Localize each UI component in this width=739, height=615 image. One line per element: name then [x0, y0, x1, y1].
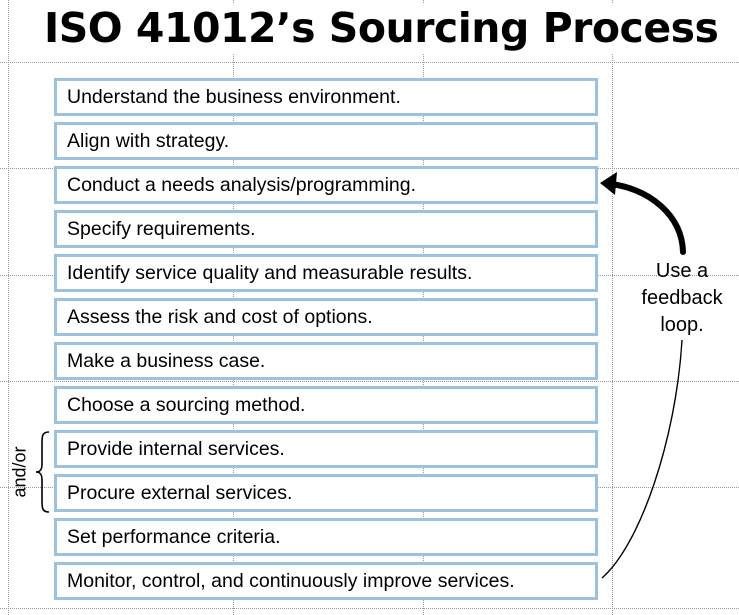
process-step-label: Understand the business environment.: [67, 86, 401, 108]
guide-line-horizontal: [0, 381, 739, 382]
process-step-label: Assess the risk and cost of options.: [67, 306, 373, 328]
process-step: Conduct a needs analysis/programming.: [54, 166, 598, 204]
guide-line-vertical: [612, 0, 613, 615]
process-step: Procure external services.: [54, 474, 598, 512]
process-step: Set performance criteria.: [54, 518, 598, 556]
process-step-label: Make a business case.: [67, 350, 266, 372]
process-step-label: Monitor, control, and continuously impro…: [67, 570, 515, 592]
process-step: Choose a sourcing method.: [54, 386, 598, 424]
process-step-label: Set performance criteria.: [67, 526, 281, 548]
slide-title: ISO 41012’s Sourcing Process: [44, 4, 724, 54]
process-step: Understand the business environment.: [54, 78, 598, 116]
feedback-note-line: Use a: [655, 260, 709, 282]
process-step-label: Align with strategy.: [67, 130, 230, 152]
process-step: Identify service quality and measurable …: [54, 254, 598, 292]
process-step-label: Specify requirements.: [67, 218, 256, 240]
guide-line-horizontal: [0, 608, 739, 609]
guide-line-horizontal: [0, 62, 739, 63]
process-step: Specify requirements.: [54, 210, 598, 248]
feedback-note-line: loop.: [660, 314, 704, 336]
process-step: Align with strategy.: [54, 122, 598, 160]
process-step-label: Procure external services.: [67, 482, 293, 504]
curly-brace-icon: [35, 431, 50, 513]
and-or-label: and/or: [9, 446, 30, 498]
guide-line-vertical: [8, 0, 9, 615]
feedback-note-line: feedback: [641, 287, 723, 309]
process-step: Provide internal services.: [54, 430, 598, 468]
process-step-label: Conduct a needs analysis/programming.: [67, 174, 417, 196]
process-step-label: Provide internal services.: [67, 438, 285, 460]
feedback-loop-note: Use a feedback loop.: [630, 258, 734, 339]
process-step: Assess the risk and cost of options.: [54, 298, 598, 336]
process-step: Make a business case.: [54, 342, 598, 380]
process-step-label: Choose a sourcing method.: [67, 394, 306, 416]
process-step: Monitor, control, and continuously impro…: [54, 562, 598, 600]
process-step-label: Identify service quality and measurable …: [67, 262, 473, 284]
